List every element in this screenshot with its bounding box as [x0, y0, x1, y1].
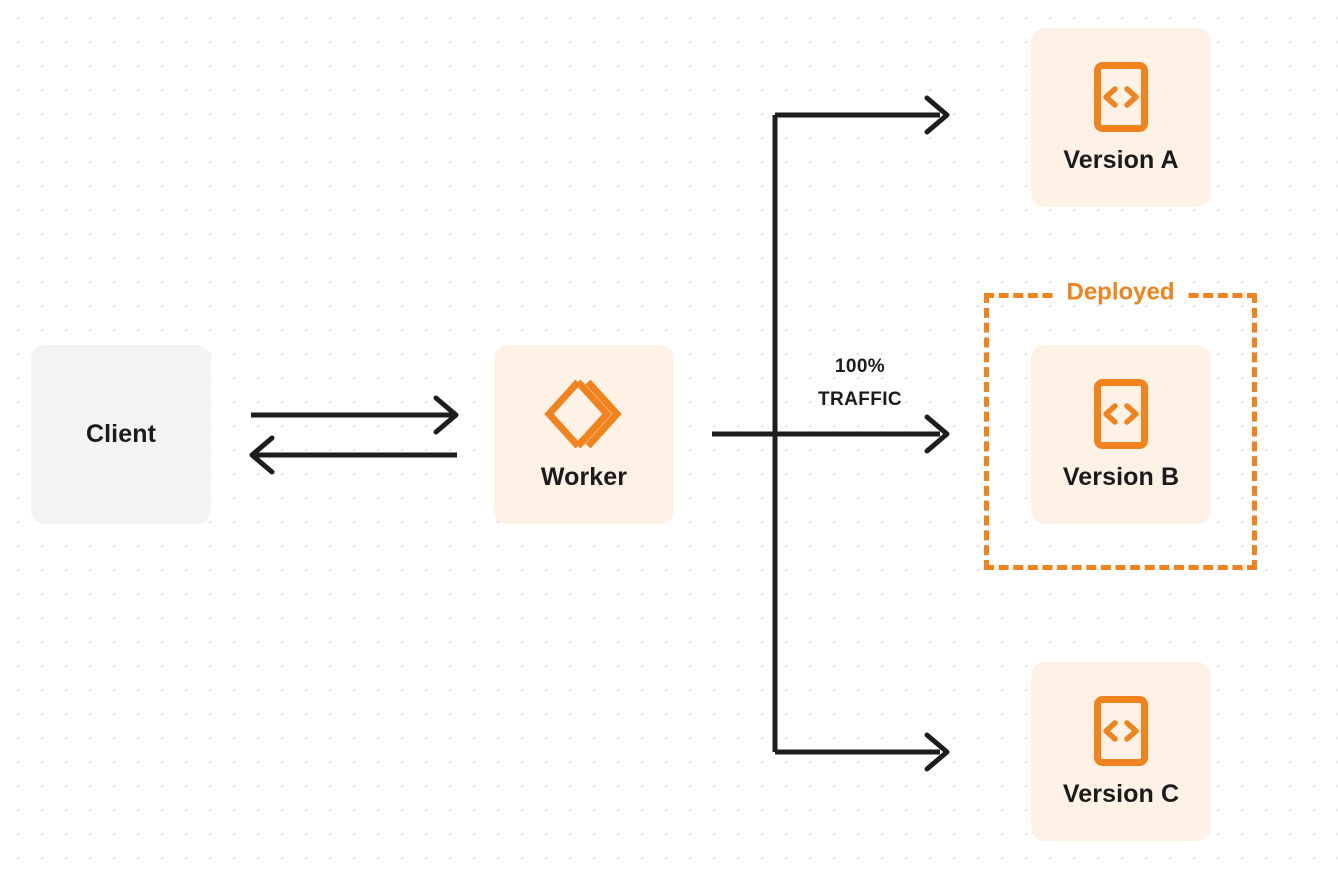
traffic-word: TRAFFIC — [817, 389, 903, 411]
workers-logo-icon — [541, 378, 627, 450]
node-version-a[interactable]: Version A — [1031, 28, 1211, 207]
version-b-label: Version B — [1062, 462, 1180, 491]
node-worker[interactable]: Worker — [494, 345, 674, 524]
traffic-percentage-label: 100% TRAFFIC — [790, 350, 930, 417]
client-label: Client — [85, 419, 157, 448]
node-version-c[interactable]: Version C — [1031, 662, 1211, 841]
node-version-b[interactable]: Version B — [1031, 345, 1211, 524]
traffic-percent-value: 100% — [834, 356, 886, 377]
arrowhead-version-b — [924, 414, 950, 454]
code-brackets-icon — [1093, 61, 1149, 133]
arrow-client-to-worker — [251, 395, 459, 435]
version-a-label: Version A — [1063, 145, 1179, 174]
traffic-trunk — [712, 112, 940, 755]
worker-label: Worker — [540, 462, 628, 491]
arrowhead-version-c — [924, 732, 950, 772]
arrow-worker-to-client — [249, 435, 457, 475]
code-brackets-icon — [1093, 378, 1149, 450]
deployed-group-label: Deployed — [1056, 280, 1185, 305]
node-client[interactable]: Client — [31, 345, 211, 524]
version-c-label: Version C — [1062, 779, 1180, 808]
deployed-group: Deployed — [984, 280, 1257, 570]
code-brackets-icon — [1093, 695, 1149, 767]
arrowhead-version-a — [924, 95, 950, 135]
